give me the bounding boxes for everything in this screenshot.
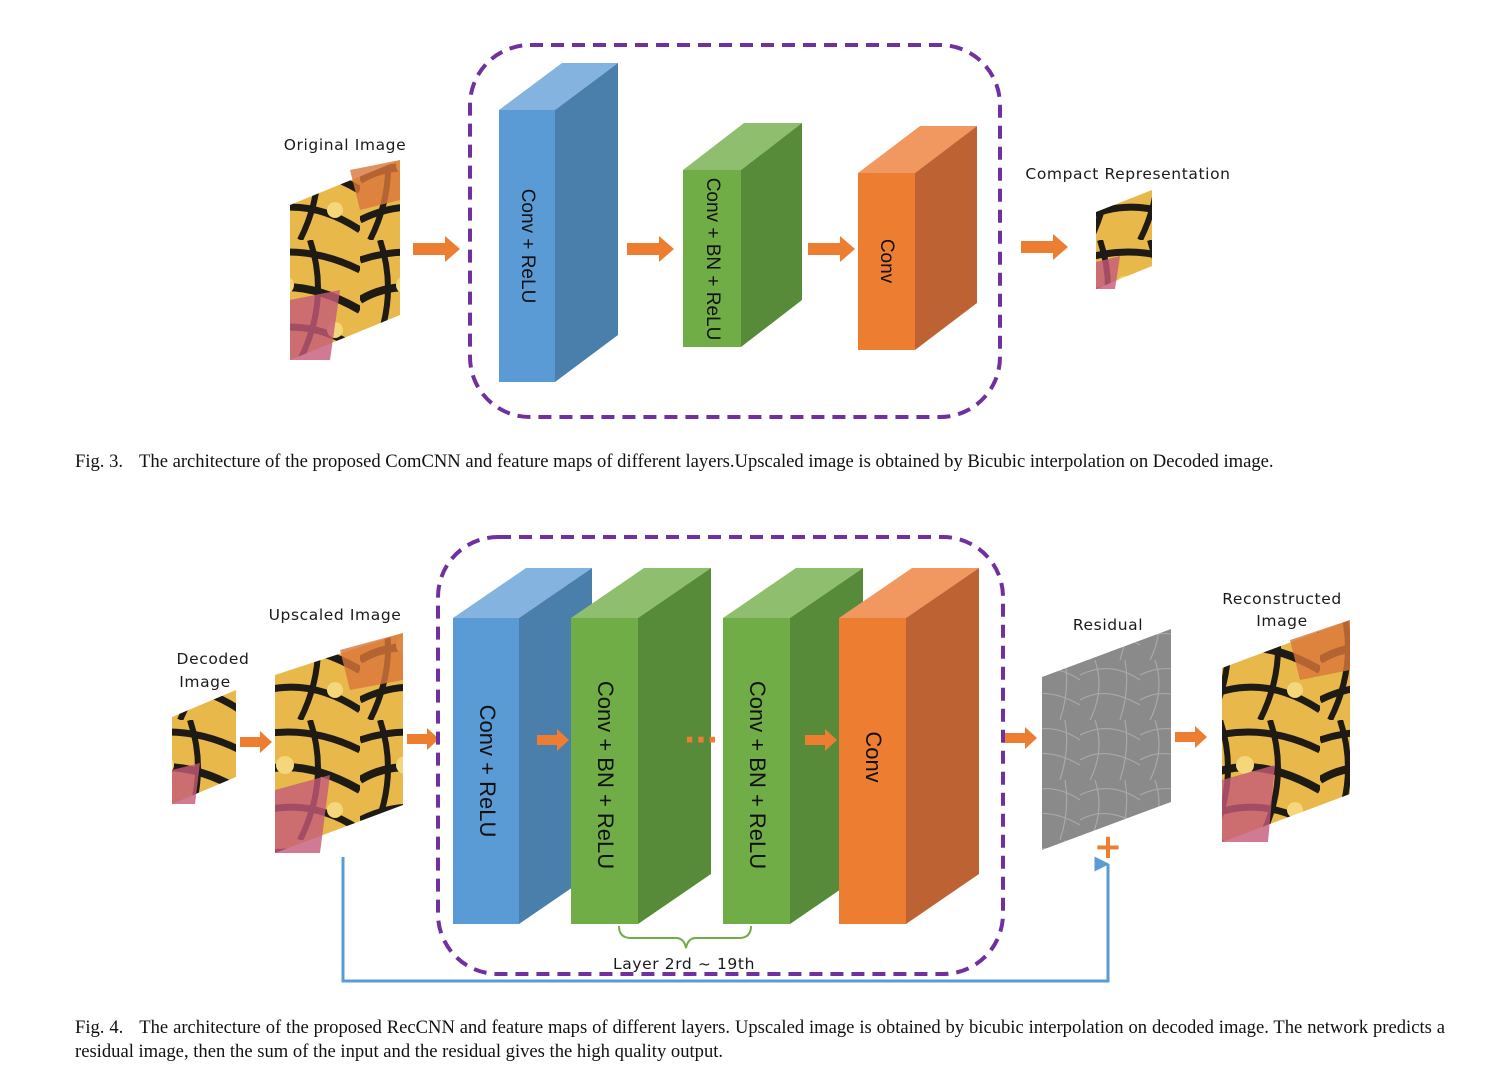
upscaled-image — [275, 633, 403, 853]
arrow-right-icon — [627, 236, 674, 262]
ellipsis: ··· — [684, 723, 718, 758]
fig3-caption: Fig. 3. The architecture of the proposed … — [75, 450, 1445, 474]
comcnn-container — [468, 43, 1002, 419]
comcnn-block2-label: Conv + BN + ReLU — [702, 178, 723, 341]
layer-brace — [618, 925, 752, 949]
reconstructed-image-label-line2: Image — [1256, 612, 1308, 630]
arrow-right-icon — [537, 729, 569, 751]
compact-representation-label: Compact Representation — [1025, 165, 1230, 183]
reccnn-conv-block: Conv — [839, 568, 979, 924]
comcnn-block1-label: Conv + ReLU — [517, 189, 538, 304]
decoded-image-label-line1: Decoded — [177, 650, 250, 668]
upscaled-image-label: Upscaled Image — [269, 606, 402, 624]
comcnn-block3-label: Conv — [876, 239, 897, 284]
reccnn-block1-label: Conv + ReLU — [475, 705, 500, 838]
fig3-caption-number: Fig. 3. — [75, 451, 124, 472]
compact-representation-image — [1096, 190, 1152, 289]
fig3-caption-text: The architecture of the proposed ComCNN … — [139, 451, 1274, 472]
fig4-caption: Fig. 4.The architecture of the proposed … — [75, 1016, 1445, 1064]
arrow-right-icon — [1175, 726, 1207, 748]
fig4-caption-number: Fig. 4. — [75, 1017, 124, 1038]
decoded-image-label-line2: Image — [179, 673, 231, 691]
reccnn-block4-label: Conv — [861, 731, 886, 782]
arrow-right-icon — [407, 728, 439, 750]
fig4-caption-text: The architecture of the proposed RecCNN … — [75, 1017, 1445, 1062]
comcnn-conv-relu-block: Conv + ReLU — [499, 63, 618, 382]
layer-range-label: Layer 2rd ~ 19th — [613, 955, 755, 973]
arrow-right-icon — [1021, 234, 1068, 260]
comcnn-conv-block: Conv — [858, 126, 977, 350]
skip-connection-arrow — [341, 856, 1110, 983]
arrow-right-icon — [808, 236, 855, 262]
reccnn-block3-label: Conv + BN + ReLU — [745, 681, 770, 869]
arrow-right-icon — [1005, 727, 1037, 749]
arrow-right-icon — [805, 729, 837, 751]
original-image-label: Original Image — [284, 136, 407, 154]
residual-image — [1042, 629, 1171, 850]
comcnn-conv-bn-relu-block: Conv + BN + ReLU — [683, 123, 802, 347]
arrow-right-icon — [413, 236, 460, 262]
reccnn-container — [436, 535, 1005, 976]
reccnn-block2-label: Conv + BN + ReLU — [593, 681, 618, 869]
reconstructed-image — [1222, 620, 1350, 842]
plus-icon: + — [1094, 827, 1123, 867]
reccnn-conv-bn-relu-block-first: Conv + BN + ReLU — [571, 568, 711, 924]
residual-label: Residual — [1073, 616, 1143, 634]
arrow-right-icon — [240, 731, 272, 753]
original-image — [290, 160, 400, 360]
reconstructed-image-label-line1: Reconstructed — [1222, 590, 1342, 608]
decoded-image — [172, 690, 236, 804]
